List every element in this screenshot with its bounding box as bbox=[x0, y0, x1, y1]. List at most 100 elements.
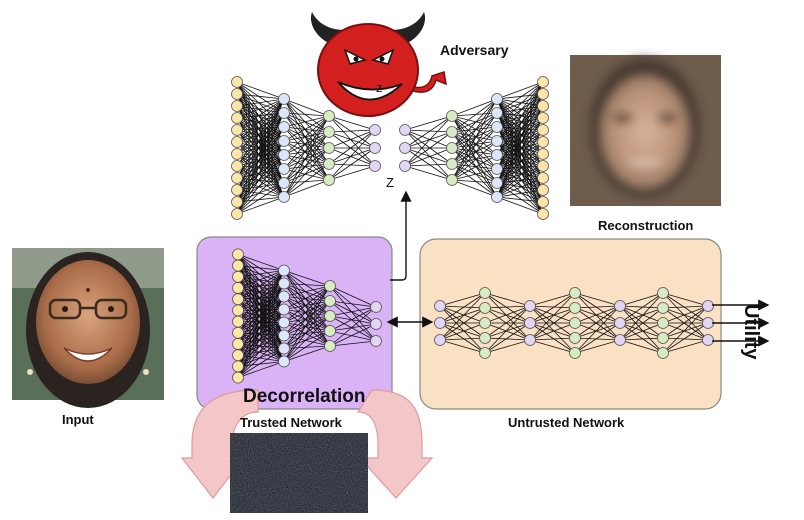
trusted-encoder-edge bbox=[283, 335, 331, 347]
trusted-encoder-edge bbox=[237, 343, 285, 349]
trusted-encoder-edge bbox=[283, 283, 331, 287]
untrusted-network-edge bbox=[619, 322, 664, 339]
trusted-encoder-node bbox=[278, 316, 290, 329]
untrusted-network-edge bbox=[529, 305, 576, 309]
adversary-decoder-node bbox=[537, 160, 549, 172]
trusted-encoder-edge bbox=[283, 315, 331, 362]
adversary-decoder-edge bbox=[496, 177, 544, 198]
adversary-encoder-edge bbox=[283, 115, 330, 184]
trusted-encoder-node bbox=[232, 338, 244, 350]
adversary-decoder-edge bbox=[451, 147, 498, 198]
untrusted-network-edge bbox=[574, 292, 621, 341]
trusted-encoder-edge bbox=[283, 300, 331, 310]
untrusted-network-edge bbox=[574, 322, 621, 341]
trusted-encoder-edge bbox=[237, 354, 285, 362]
adversary-encoder-edge bbox=[283, 147, 330, 156]
untrusted-network-edge bbox=[529, 292, 576, 307]
trusted-encoder-edge bbox=[283, 285, 331, 323]
adversary-encoder-edge bbox=[236, 126, 285, 167]
adversary-decoder-edge bbox=[496, 93, 544, 156]
untrusted-network-node bbox=[479, 287, 491, 299]
adversary-encoder-edge bbox=[236, 177, 285, 198]
devil-icon bbox=[310, 12, 447, 117]
adversary-decoder-edge bbox=[451, 140, 498, 181]
untrusted-network-edge bbox=[484, 339, 531, 354]
adversary-encoder-edge bbox=[236, 140, 285, 167]
adversary-encoder-edge bbox=[283, 131, 330, 170]
adversary-encoder-node bbox=[278, 107, 290, 119]
adversary-decoder-edge bbox=[496, 98, 544, 119]
adversary-decoder-edge bbox=[496, 153, 544, 198]
adversary-decoder-edge bbox=[451, 115, 498, 128]
adversary-decoder-edge bbox=[496, 81, 544, 184]
adversary-decoder-edge bbox=[496, 140, 544, 143]
trusted-encoder-node bbox=[232, 270, 244, 283]
untrusted-network-edge bbox=[439, 307, 486, 341]
adversary-decoder-edge bbox=[451, 112, 498, 181]
decorrelation-right-arrow bbox=[356, 389, 434, 499]
adversary-decoder-node bbox=[399, 124, 411, 136]
adversary-encoder-edge bbox=[283, 140, 330, 149]
adversary-decoder-node bbox=[446, 174, 458, 186]
adversary-encoder-edge bbox=[236, 154, 285, 215]
untrusted-network-edge bbox=[529, 307, 576, 341]
adversary-decoder-edge bbox=[496, 105, 544, 198]
untrusted-network-node bbox=[569, 347, 581, 359]
untrusted-network-edge bbox=[574, 322, 621, 354]
untrusted-network-node bbox=[569, 287, 581, 299]
trusted-encoder-edge bbox=[237, 296, 285, 378]
untrusted-network-edge bbox=[484, 292, 531, 307]
trusted-encoder-edge bbox=[237, 296, 285, 334]
adversary-decoder-edge bbox=[404, 131, 453, 149]
adversary-encoder-node bbox=[323, 110, 335, 122]
adversary-encoder-node bbox=[231, 184, 243, 196]
untrusted-network-edge bbox=[662, 292, 709, 324]
adversary-encoder-node bbox=[231, 76, 243, 88]
untrusted-network-node bbox=[657, 347, 669, 359]
adversary-encoder-node bbox=[323, 174, 335, 186]
trusted-encoder-node bbox=[232, 326, 244, 339]
untrusted-network-edge bbox=[529, 305, 576, 354]
trusted-encoder-edge bbox=[237, 283, 285, 334]
adversary-decoder-edge bbox=[496, 189, 544, 198]
adversary-encoder-edge bbox=[236, 126, 285, 191]
adversary-encoder-edge bbox=[236, 98, 285, 215]
trusted-encoder-edge bbox=[283, 296, 331, 302]
adversary-encoder-edge bbox=[328, 131, 376, 149]
adversary-decoder-edge bbox=[451, 126, 498, 181]
adversary-decoder-node bbox=[537, 100, 549, 112]
trusted-encoder-edge bbox=[329, 323, 377, 347]
adversary-decoder-edge bbox=[451, 131, 498, 156]
adversary-encoder-node bbox=[278, 191, 290, 203]
adversary-decoder-edge bbox=[451, 154, 498, 181]
adversary-encoder-node bbox=[231, 172, 243, 184]
adversary-encoder-edge bbox=[236, 112, 285, 215]
adversary-encoder-edge bbox=[283, 131, 330, 198]
untrusted-network-edge bbox=[439, 292, 486, 307]
trusted-encoder-edge bbox=[237, 270, 285, 322]
trusted-encoder-edge bbox=[237, 270, 285, 311]
adversary-decoder-edge bbox=[451, 112, 498, 165]
adversary-decoder-edge bbox=[451, 98, 498, 117]
untrusted-network-edge bbox=[574, 305, 621, 324]
untrusted-network-edge bbox=[484, 322, 531, 339]
trusted-encoder-edge bbox=[237, 270, 285, 356]
untrusted-network-edge bbox=[574, 292, 621, 307]
adversary-decoder-edge bbox=[496, 81, 544, 142]
adversary-decoder-edge bbox=[496, 81, 544, 156]
adversary-encoder-edge bbox=[236, 98, 285, 167]
adversary-encoder-edge bbox=[283, 98, 330, 165]
input-face-photo bbox=[12, 248, 164, 408]
adversary-decoder-edge bbox=[451, 147, 498, 156]
adversary-encoder-node bbox=[278, 177, 290, 189]
adversary-encoder-edge bbox=[283, 154, 330, 181]
trusted-encoder-edge bbox=[283, 300, 331, 362]
untrusted-network-edge bbox=[439, 305, 486, 309]
adversary-decoder-node bbox=[537, 136, 549, 148]
trusted-encoder-node bbox=[232, 259, 244, 272]
adversary-decoder-node bbox=[491, 93, 503, 105]
untrusted-network-edge bbox=[662, 337, 709, 341]
adversary-decoder-edge bbox=[496, 112, 544, 143]
trusted-encoder-edge bbox=[237, 321, 285, 362]
latent-to-adversary-arrow bbox=[390, 190, 412, 281]
